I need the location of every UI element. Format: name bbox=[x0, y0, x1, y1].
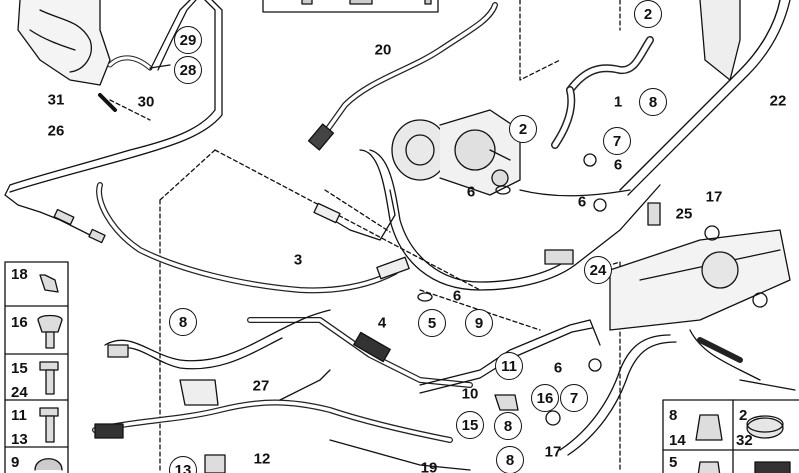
label-17b: 17 bbox=[544, 443, 562, 461]
label-12: 12 bbox=[253, 450, 271, 468]
legend-right-14: 14 bbox=[669, 432, 686, 449]
label-31: 31 bbox=[47, 91, 65, 109]
callout-11: 11 bbox=[495, 352, 523, 380]
reservoir-part bbox=[17, 0, 111, 86]
steering-rack-part bbox=[609, 229, 796, 391]
callout-8-bottom: 8 bbox=[496, 446, 524, 473]
legend-right-32: 32 bbox=[736, 432, 753, 449]
label-22: 22 bbox=[769, 92, 787, 110]
legend-left-15: 15 bbox=[11, 360, 28, 377]
label-1: 1 bbox=[613, 93, 623, 111]
legend-left-18: 18 bbox=[11, 266, 28, 283]
legend-left-16: 16 bbox=[11, 314, 28, 331]
label-10: 10 bbox=[461, 385, 479, 403]
label-20: 20 bbox=[374, 41, 392, 59]
legend-left-24: 24 bbox=[11, 384, 28, 401]
callout-7-mid: 7 bbox=[560, 384, 588, 412]
label-6d: 6 bbox=[452, 287, 462, 305]
legend-right-8: 8 bbox=[669, 407, 678, 424]
callout-8-left: 8 bbox=[169, 308, 197, 336]
legend-left-13: 13 bbox=[11, 431, 28, 448]
legend-right-5: 5 bbox=[669, 454, 678, 471]
label-17a: 17 bbox=[705, 188, 723, 206]
label-4: 4 bbox=[377, 314, 387, 332]
legend-left-11: 11 bbox=[11, 407, 27, 424]
callout-9: 9 bbox=[465, 309, 493, 337]
label-6c: 6 bbox=[577, 193, 587, 211]
pump-part bbox=[391, 109, 521, 196]
callout-2-top: 2 bbox=[634, 0, 662, 28]
legend-right-2: 2 bbox=[739, 407, 748, 424]
callout-28: 28 bbox=[174, 56, 202, 84]
callout-5: 5 bbox=[418, 309, 446, 337]
callout-24: 24 bbox=[584, 256, 612, 284]
callout-15: 15 bbox=[456, 411, 484, 439]
label-6b: 6 bbox=[466, 183, 476, 201]
label-25: 25 bbox=[675, 205, 693, 223]
callout-8-top: 8 bbox=[639, 88, 667, 116]
label-6a: 6 bbox=[613, 156, 623, 174]
label-19: 19 bbox=[420, 459, 438, 473]
label-30: 30 bbox=[137, 93, 155, 111]
callout-7-top: 7 bbox=[603, 127, 631, 155]
label-6e: 6 bbox=[553, 359, 563, 377]
label-26: 26 bbox=[47, 122, 65, 140]
callout-2-mid: 2 bbox=[509, 115, 537, 143]
callout-8-mid: 8 bbox=[494, 412, 522, 440]
label-3: 3 bbox=[293, 251, 303, 269]
callout-29: 29 bbox=[174, 26, 202, 54]
label-27: 27 bbox=[252, 377, 270, 395]
callout-16: 16 bbox=[531, 384, 559, 412]
legend-left-9: 9 bbox=[11, 454, 20, 471]
